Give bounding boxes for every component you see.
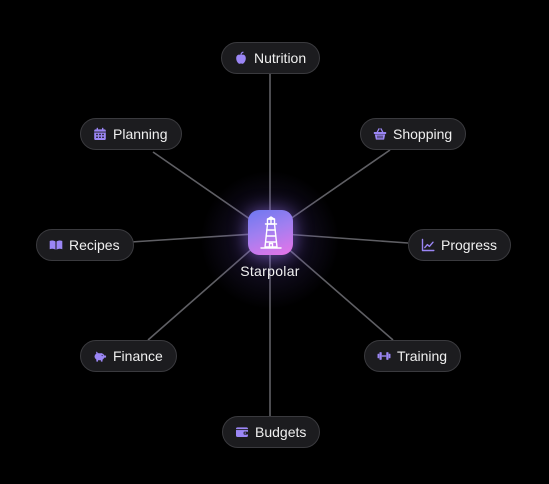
node-label: Finance — [113, 348, 163, 364]
piggy-bank-icon — [93, 349, 107, 363]
wallet-icon — [235, 425, 249, 439]
hub-button[interactable] — [248, 210, 293, 255]
calendar-icon — [93, 127, 107, 141]
node-label: Planning — [113, 126, 168, 142]
node-label: Training — [397, 348, 448, 364]
apple-icon — [234, 51, 248, 65]
node-training[interactable]: Training — [364, 340, 462, 372]
hub-label: Starpolar — [240, 263, 300, 279]
node-nutrition[interactable]: Nutrition — [221, 42, 321, 74]
book-icon — [49, 238, 63, 252]
basket-icon — [373, 127, 387, 141]
link-progress — [269, 232, 409, 244]
node-label: Shopping — [393, 126, 453, 142]
dumbbell-icon — [377, 349, 391, 363]
node-label: Progress — [441, 237, 498, 253]
line-chart-icon — [421, 238, 435, 252]
node-budgets[interactable]: Budgets — [222, 416, 321, 448]
node-planning[interactable]: Planning — [80, 118, 182, 150]
node-label: Budgets — [255, 424, 307, 440]
node-recipes[interactable]: Recipes — [36, 229, 134, 261]
node-progress[interactable]: Progress — [408, 229, 512, 261]
link-recipes — [130, 232, 271, 243]
node-label: Recipes — [69, 237, 120, 253]
node-finance[interactable]: Finance — [80, 340, 177, 372]
lighthouse-icon — [259, 215, 282, 249]
node-shopping[interactable]: Shopping — [360, 118, 467, 150]
node-label: Nutrition — [254, 50, 307, 66]
